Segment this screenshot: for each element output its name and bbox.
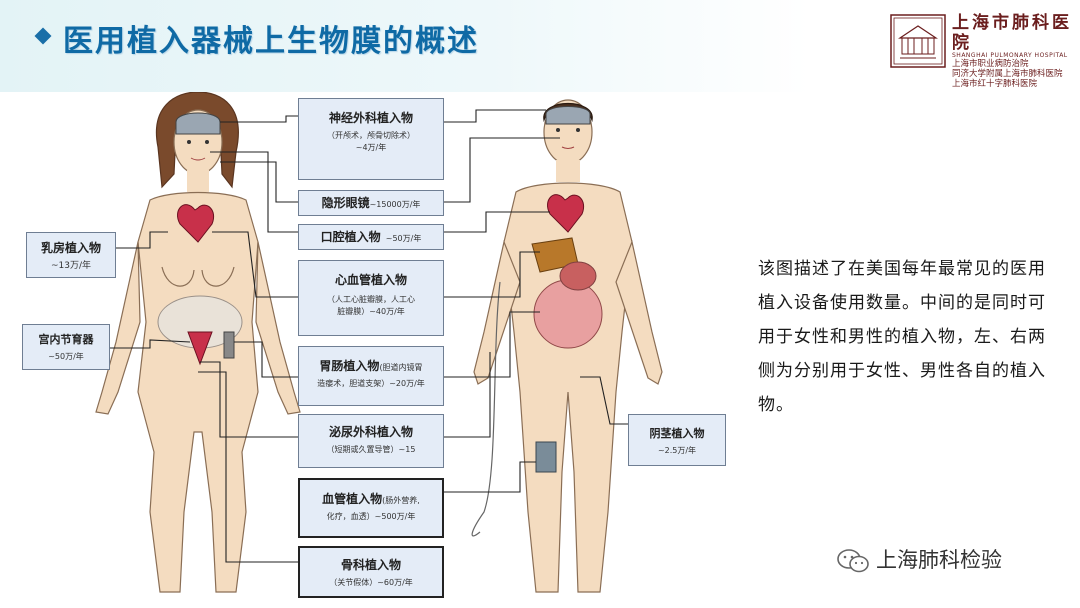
watermark: 上海肺科检验 (836, 544, 1002, 574)
callout-penile-count: ~2.5万/年 (657, 446, 697, 455)
male-brain-icon (545, 106, 591, 125)
callout-vascular-sub2: 化疗，血透）~500万/年 (326, 512, 416, 521)
callout-gi-sub2: 造瘘术，胆道支架）~20万/年 (317, 379, 425, 388)
callout-uro-title: 泌尿外科植入物 (328, 425, 413, 439)
callout-neuro-count: ~4万/年 (355, 143, 387, 152)
callout-oral-count: ~50万/年 (385, 234, 422, 243)
callout-cardio-title: 心血管植入物 (334, 273, 407, 287)
callout-neuro: 神经外科植入物 （开颅术，颅骨切除术） ~4万/年 (298, 98, 444, 180)
hospital-logo-text: 上海市肺科医院 SHANGHAI PULMONARY HOSPITAL 上海市职… (952, 13, 1080, 89)
callout-uterine-title: 宫内节育器 (38, 333, 94, 346)
callout-neuro-title: 神经外科植入物 (328, 111, 413, 125)
catheter-line (471, 281, 501, 537)
female-heart-icon (177, 204, 214, 243)
watermark-text: 上海肺科检验 (876, 548, 1002, 572)
callout-cardio: 心血管植入物 （人工心脏瓣膜，人工心 脏瓣膜）~40万/年 (298, 260, 444, 336)
female-brain-icon (175, 112, 221, 135)
callout-ortho-sub: （关节假体）~60万/年 (329, 578, 413, 587)
slide-title: 医用植入器械上生物膜的概述 (63, 24, 479, 59)
callout-penile: 阴茎植入物 ~2.5万/年 (628, 414, 726, 466)
callout-ortho-title: 骨科植入物 (340, 558, 401, 572)
body-illustration (95, 92, 663, 593)
callout-lens-count: ~15000万/年 (369, 200, 421, 209)
wechat-icon (837, 549, 869, 573)
callout-breast: 乳房植入物 ~13万/年 (26, 232, 116, 278)
callout-uterine-count: ~50万/年 (48, 352, 84, 361)
callout-penile-title: 阴茎植入物 (649, 427, 705, 440)
callout-vascular-sub-inline: (肠外营养, (382, 496, 420, 505)
leader-lines (110, 109, 628, 563)
intestine-icon (533, 279, 603, 349)
hospital-alt-name-1: 上海市职业病防治院 (952, 58, 1029, 69)
callout-neuro-sub: （开颅术，颅骨切除术） (327, 131, 415, 140)
stomach-icon (559, 261, 597, 291)
callout-cardio-sub1: （人工心脏瓣膜，人工心 (327, 295, 415, 304)
callout-uro: 泌尿外科植入物 （短期或久置导管）~15 (298, 414, 444, 468)
callout-uro-sub: （短期或久置导管）~15 (326, 445, 416, 454)
implant-body-figure: 神经外科植入物 （开颅术，颅骨切除术） ~4万/年 隐形眼镜~15000万/年 … (0, 92, 745, 608)
hospital-name-english: SHANGHAI PULMONARY HOSPITAL (952, 52, 1068, 60)
callout-lens: 隐形眼镜~15000万/年 (298, 190, 444, 216)
callout-lens-title: 隐形眼镜 (321, 196, 370, 210)
callout-vascular: 血管植入物(肠外营养, 化疗，血透）~500万/年 (298, 478, 444, 538)
callout-vascular-title: 血管植入物 (322, 492, 383, 506)
slide-description: 该图描述了在美国每年最常见的医用植入设备使用数量。中间的是同时可用于女性和男性的… (758, 259, 1046, 415)
uterus-icon (187, 331, 213, 366)
hospital-alt-name-2: 同济大学附属上海市肺科医院 (952, 68, 1063, 79)
callout-ortho: 骨科植入物 （关节假体）~60万/年 (298, 546, 444, 598)
hip-implant-icon (223, 331, 235, 359)
hospital-name: 上海市肺科医院 (952, 13, 1072, 53)
callout-gi-sub-inline: (胆道内镜胃 (379, 363, 423, 372)
callout-uterine: 宫内节育器 ~50万/年 (22, 324, 110, 370)
callout-oral-title: 口腔植入物 (320, 230, 381, 244)
callout-cardio-sub2: 脏瓣膜）~40万/年 (337, 307, 405, 316)
callout-breast-count: ~13万/年 (50, 261, 92, 271)
callout-breast-title: 乳房植入物 (40, 241, 101, 255)
hospital-alt-name-3: 上海市红十字肺科医院 (952, 78, 1038, 89)
knee-implant-icon (535, 441, 557, 473)
male-heart-icon (547, 194, 584, 233)
callout-oral: 口腔植入物 ~50万/年 (298, 224, 444, 250)
hospital-logo-icon (890, 14, 946, 68)
callout-gi-title: 胃肠植入物 (319, 359, 380, 373)
callout-gi: 胃肠植入物(胆道内镜胃 造瘘术，胆道支架）~20万/年 (298, 346, 444, 406)
